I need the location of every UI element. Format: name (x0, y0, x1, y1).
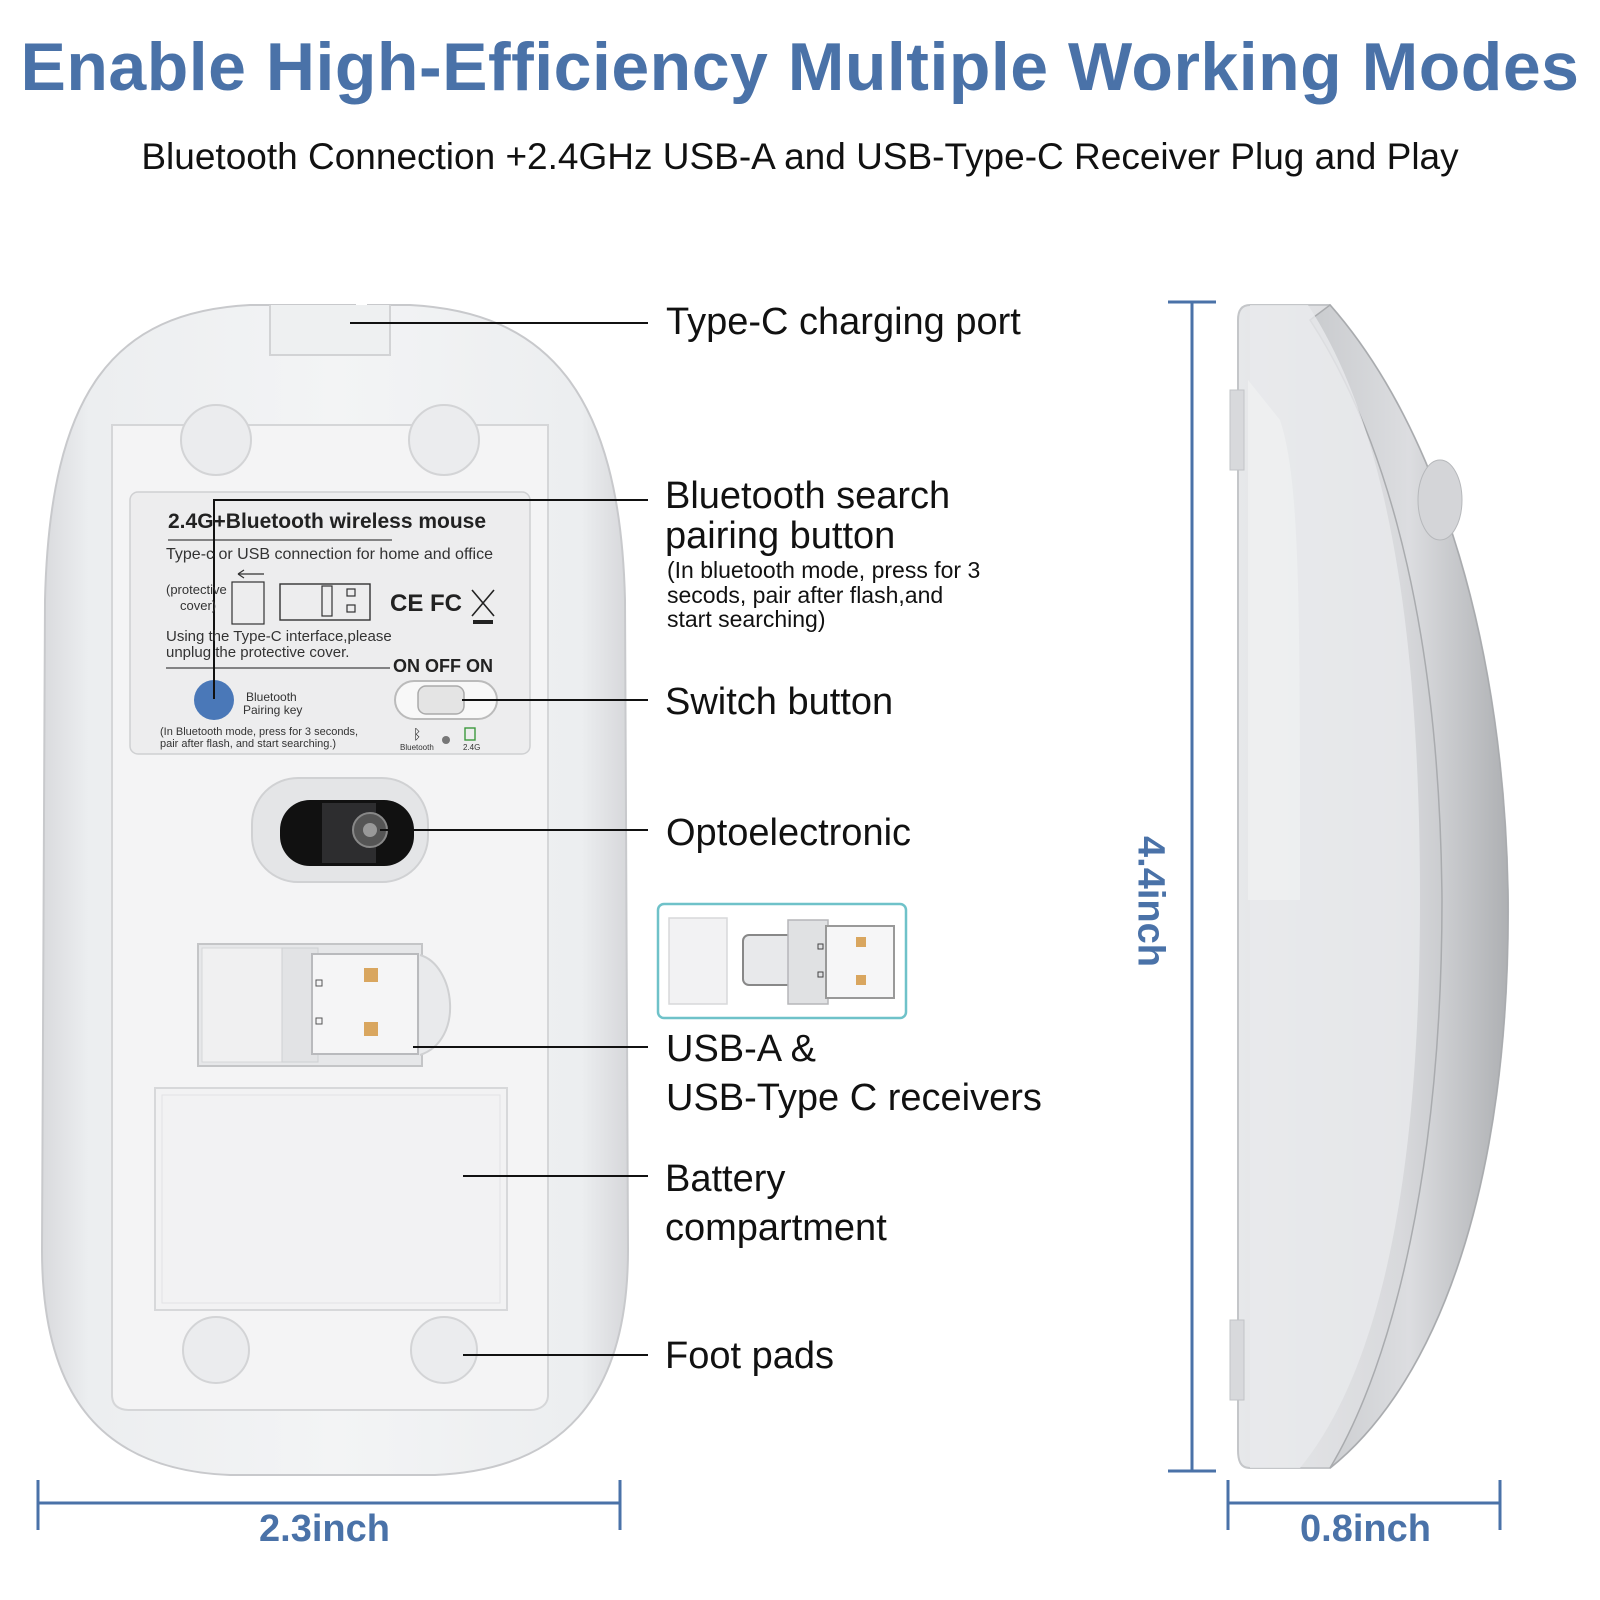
receivers-inset (656, 902, 908, 1020)
mode-24g-label: 2.4G (463, 743, 481, 752)
depth-label: 0.8inch (1300, 1508, 1431, 1550)
switch-states: ON OFF ON (393, 656, 493, 676)
bluetooth-icon: ᛒ (413, 726, 421, 742)
sticker-note1: Using the Type-C interface,please (166, 628, 392, 645)
usb-mode-icon (464, 727, 476, 741)
callout-bluetooth-line2: pairing button (665, 515, 896, 557)
callout-bluetooth-note3: start searching) (667, 606, 826, 632)
callout-battery-line1: Battery (665, 1158, 786, 1200)
sticker-cover: cover) (180, 598, 217, 613)
callout-bluetooth-note2: secods, pair after flash,and (667, 582, 944, 608)
callout-foot-pads: Foot pads (665, 1335, 834, 1377)
callout-typec-port: Type-C charging port (666, 301, 1021, 343)
width-label: 2.3inch (259, 1508, 390, 1550)
leader-line (214, 499, 648, 501)
height-dimension (1168, 300, 1216, 1473)
callout-usb-line2: USB-Type C receivers (666, 1077, 1042, 1119)
leader-line (413, 1046, 648, 1048)
mouse-bottom-view (40, 304, 630, 1476)
leader-line (350, 322, 648, 324)
leader-line (213, 499, 215, 699)
bluetooth-pairing-button[interactable] (194, 680, 234, 720)
foot-pad (182, 1316, 250, 1384)
sticker-line1: Type-c or USB connection for home and of… (166, 546, 493, 563)
pairing-label2: Pairing key (243, 703, 303, 717)
mouse-side-view (1229, 303, 1510, 1469)
foot-pad (180, 404, 252, 476)
height-label: 4.4inch (1129, 836, 1172, 967)
callout-battery-line2: compartment (665, 1207, 887, 1249)
mode-bluetooth-label: Bluetooth (400, 743, 434, 752)
callout-optoelectronic: Optoelectronic (666, 812, 912, 854)
page-subtitle: Bluetooth Connection +2.4GHz USB-A and U… (141, 136, 1459, 177)
leader-line (463, 1175, 648, 1177)
pairing-label1: Bluetooth (246, 690, 297, 704)
callout-usb-line1: USB-A & (666, 1028, 816, 1070)
sticker-title: 2.4G+Bluetooth wireless mouse (168, 510, 487, 533)
foot-pad (408, 404, 480, 476)
weee-bin-icon (471, 589, 495, 617)
width-dimension (36, 1480, 622, 1530)
depth-dimension (1226, 1480, 1502, 1530)
callout-switch-button: Switch button (665, 681, 894, 723)
leader-line (463, 1354, 648, 1356)
certification-marks: CE FC (390, 590, 462, 617)
sticker-footnote2: pair after flash, and start searching.) (160, 738, 337, 750)
sticker-protective: (protective (166, 582, 227, 597)
page-title: Enable High-Efficiency Multiple Working … (20, 29, 1580, 105)
callout-bluetooth-note1: (In bluetooth mode, press for 3 (667, 557, 981, 583)
battery-compartment (154, 1087, 508, 1311)
sticker-note2: unplug the protective cover. (166, 644, 350, 661)
leader-line (462, 699, 648, 701)
leader-line (380, 829, 648, 831)
sticker-footnote1: (In Bluetooth mode, press for 3 seconds, (160, 726, 359, 738)
foot-pad (410, 1316, 478, 1384)
callout-bluetooth-line1: Bluetooth search (665, 475, 951, 517)
